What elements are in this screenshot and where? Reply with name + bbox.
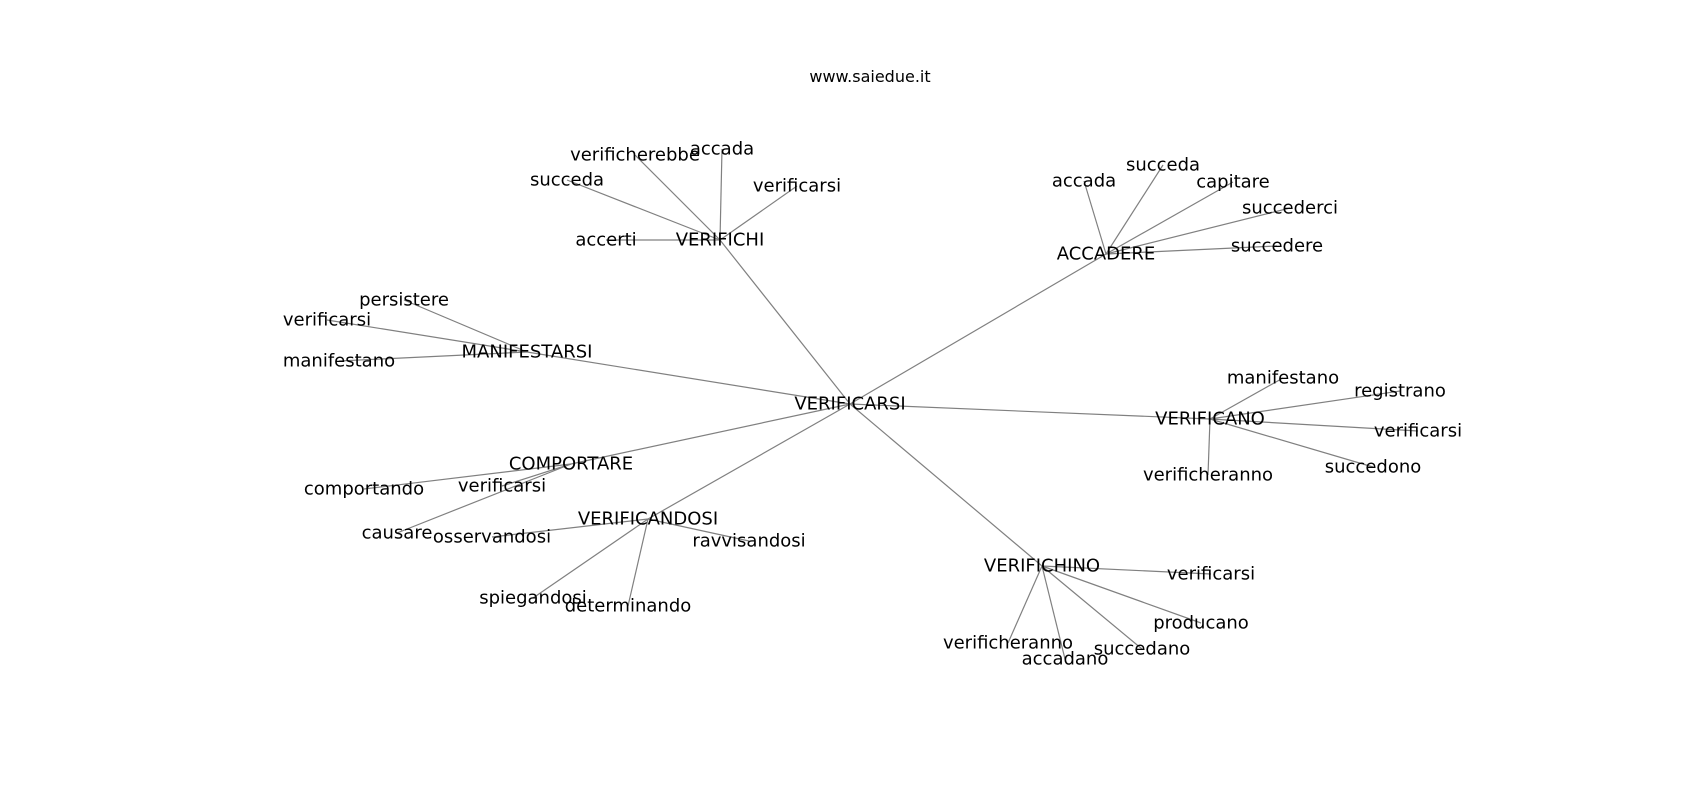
edge-root-verifichi [719, 239, 851, 405]
edge-verifichino-verificarsi [1041, 565, 1212, 575]
edge-accadere-succeda [1105, 164, 1164, 255]
leaf-node-accadere-succederci: succederci [1242, 198, 1338, 219]
leaf-node-verificandosi-ravvisandosi: ravvisandosi [692, 531, 805, 552]
source-label: www.saiedue.it [809, 67, 930, 86]
edge-verifichi-verificherebbe [634, 154, 721, 241]
cluster-node-verificandosi: VERIFICANDOSI [578, 509, 718, 530]
leaf-node-manifestarsi-verificarsi: verificarsi [283, 310, 371, 331]
edge-root-verifichino [849, 403, 1043, 567]
leaf-node-manifestarsi-persistere: persistere [359, 290, 449, 311]
edges-layer [326, 148, 1419, 660]
leaf-node-verifichi-succeda: succeda [530, 170, 604, 191]
leaf-node-manifestarsi-manifestano: manifestano [283, 351, 395, 372]
leaf-node-verificano-registrano: registrano [1354, 381, 1446, 402]
cluster-node-comportare: COMPORTARE [509, 454, 633, 475]
cluster-node-verifichi: VERIFICHI [676, 230, 765, 251]
edge-verificano-verificarsi [1209, 418, 1419, 432]
leaf-node-verificano-verificarsi: verificarsi [1374, 421, 1462, 442]
edge-verifichi-verificarsi [719, 185, 798, 241]
edge-comportare-causare [396, 463, 572, 534]
leaf-node-verifichi-accada: accada [690, 139, 754, 160]
leaf-node-verificano-verificheranno: verificheranno [1143, 465, 1273, 486]
edge-accadere-succedere [1105, 245, 1278, 255]
leaf-node-verifichi-verificherebbe: verificherebbe [570, 145, 700, 166]
leaf-node-comportare-verificarsi: verificarsi [458, 476, 546, 497]
labels-layer: VERIFICARSIVERIFICHIverificherebbeaccada… [283, 139, 1462, 670]
leaf-node-accadere-succedere: succedere [1231, 236, 1323, 257]
edge-verifichi-accada [719, 148, 723, 241]
leaf-node-verificano-manifestano: manifestano [1227, 368, 1339, 389]
edge-verificandosi-osservandosi [491, 518, 649, 538]
leaf-node-verifichi-verificarsi: verificarsi [753, 176, 841, 197]
leaf-node-verificandosi-osservandosi: osservandosi [433, 527, 551, 548]
edge-verifichino-succedano [1041, 565, 1143, 650]
edge-verificano-manifestano [1209, 377, 1284, 420]
leaf-node-accadere-capitare: capitare [1196, 172, 1270, 193]
edge-root-comportare [570, 403, 851, 465]
edge-root-verificano [849, 403, 1211, 420]
edge-verifichi-succeda [566, 179, 721, 241]
leaf-node-verifichino-verificarsi: verificarsi [1167, 564, 1255, 585]
leaf-node-accadere-accada: accada [1052, 171, 1116, 192]
leaf-node-verifichino-succedano: succedano [1094, 639, 1191, 660]
edge-manifestarsi-persistere [403, 299, 528, 353]
cluster-node-verificano: VERIFICANO [1155, 409, 1265, 430]
leaf-node-verifichino-accadano: accadano [1022, 649, 1109, 670]
edge-manifestarsi-manifestano [338, 351, 528, 362]
leaf-node-verifichino-verificheranno: verificheranno [943, 633, 1073, 654]
leaf-node-verifichi-accerti: accerti [575, 230, 636, 251]
edge-comportare-verificarsi [501, 463, 572, 487]
leaf-node-verificandosi-spiegandosi: spiegandosi [479, 588, 587, 609]
edge-accadere-capitare [1105, 181, 1234, 255]
edge-verifichino-accadano [1041, 565, 1066, 660]
edge-verificandosi-ravvisandosi [647, 518, 750, 542]
cluster-node-verifichino: VERIFICHINO [984, 556, 1100, 577]
leaf-node-comportare-comportando: comportando [304, 479, 424, 500]
edge-verifichino-verificheranno [1007, 565, 1043, 644]
edge-verificandosi-determinando [627, 518, 649, 607]
leaf-node-verifichino-producano: producano [1153, 613, 1249, 634]
edge-verificano-succedono [1209, 418, 1374, 468]
edge-accadere-accada [1083, 180, 1107, 255]
leaf-node-accadere-succeda: succeda [1126, 155, 1200, 176]
edge-verifichino-producano [1041, 565, 1202, 624]
edge-root-manifestarsi [526, 351, 851, 405]
edge-verificano-registrano [1209, 390, 1401, 420]
edge-verificandosi-spiegandosi [532, 518, 649, 599]
edge-verificano-verificheranno [1207, 418, 1211, 476]
edge-accadere-succederci [1105, 207, 1291, 255]
leaf-node-verificano-succedono: succedono [1325, 457, 1422, 478]
cluster-node-accadere: ACCADERE [1057, 244, 1156, 265]
edge-comportare-comportando [363, 463, 572, 490]
cluster-node-manifestarsi: MANIFESTARSI [462, 342, 593, 363]
edge-root-verificandosi [647, 403, 851, 520]
leaf-node-verificandosi-determinando: determinando [565, 596, 692, 617]
edge-manifestarsi-verificarsi [326, 319, 528, 353]
root-node: VERIFICARSI [794, 394, 905, 415]
leaf-node-comportare-causare: causare [362, 523, 433, 544]
edge-root-accadere [849, 253, 1107, 405]
